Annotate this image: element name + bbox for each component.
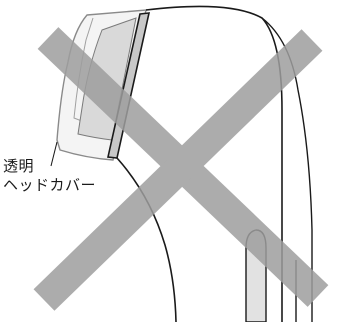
- device-back-curve: [261, 17, 313, 322]
- callout-line-1: 透明: [3, 157, 35, 175]
- x-mark-stroke-2: [33, 29, 323, 311]
- prohibition-x-mark: [33, 27, 329, 311]
- device-front-curve: [116, 157, 177, 322]
- callout-line-2: ヘッドカバー: [3, 176, 97, 194]
- callout-leader-line: [50, 141, 58, 167]
- transparent-head-cover-label: 透明 ヘッドカバー: [3, 157, 96, 195]
